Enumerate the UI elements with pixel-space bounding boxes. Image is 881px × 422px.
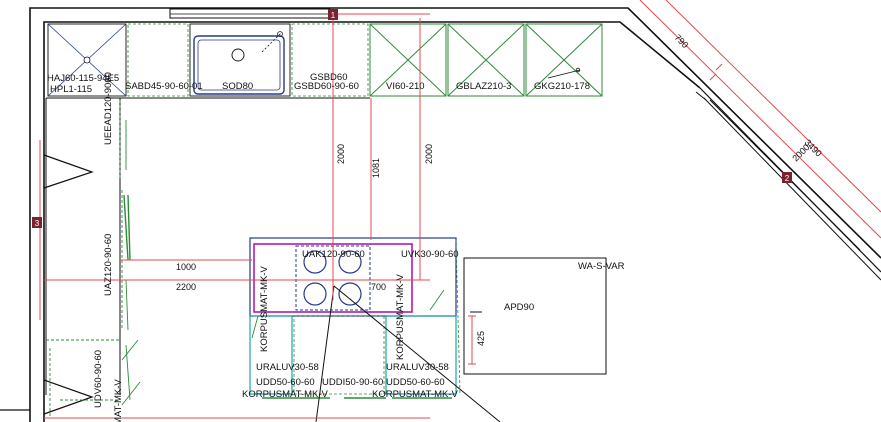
cab-sabd xyxy=(127,23,189,97)
island-lower-right xyxy=(385,315,457,395)
walls xyxy=(0,7,881,422)
outer-wall xyxy=(29,7,881,422)
cab-vi xyxy=(369,23,447,97)
tall-cabinets xyxy=(369,23,603,97)
dim-2200: 2200 xyxy=(176,282,196,292)
marker-2: 2 xyxy=(782,172,792,183)
island-swing-b xyxy=(429,289,445,311)
label-uaz: UAZ120-90-60 xyxy=(103,234,114,296)
section-line-1 xyxy=(333,285,501,422)
label-uvk: UVK30-90-60 xyxy=(401,249,459,260)
label-udd-1: UDD50-60-60 xyxy=(256,377,315,388)
label-gkg: GKG210-178 xyxy=(534,81,590,92)
label-korpus-bottom-left: KORPUSMAT-MK-V xyxy=(242,389,329,400)
vi-cross-2 xyxy=(369,23,447,97)
marker-2-label: 2 xyxy=(785,174,790,183)
inner-wall xyxy=(43,21,701,422)
wall-window-line-2 xyxy=(703,97,881,281)
dim-425: 425 xyxy=(476,331,486,346)
label-udd-2: UDDI50-90-60 xyxy=(322,377,383,388)
label-haj: HAJ60-115-94E5 xyxy=(47,73,119,84)
dim-1081: 1081 xyxy=(371,158,381,178)
hob-burner-4 xyxy=(338,282,362,306)
dim-tick-diag-1 xyxy=(715,63,723,71)
tall-cab-haj xyxy=(47,23,127,97)
label-ural-left: URALUV30-58 xyxy=(256,362,319,373)
cab-sod-outer xyxy=(189,23,291,97)
dim-line-diag-2 xyxy=(665,0,881,213)
marker-3: 3 xyxy=(32,217,42,228)
dim-tick-diag-2 xyxy=(709,73,717,81)
label-sod: SOD80 xyxy=(222,81,253,92)
island-lower-left xyxy=(249,315,293,395)
label-korpus-right: KORPUSMAT-MK-V xyxy=(395,273,406,360)
sink-drain xyxy=(231,48,245,62)
sink-inner xyxy=(197,39,281,91)
section-lines xyxy=(315,285,501,422)
gkg-knob xyxy=(575,67,581,73)
label-gblaz: GBLAZ210-3 xyxy=(456,81,511,92)
table-apd xyxy=(463,257,607,375)
label-gsbd-a: GSBD60 xyxy=(310,72,348,83)
label-uak: UAK120-90-60 xyxy=(302,249,365,260)
section-line-2 xyxy=(315,285,335,422)
label-gsbd-b: GSBD60-90-60 xyxy=(294,81,359,92)
gkg-handle xyxy=(547,69,581,79)
dimension-labels: 2000 1081 2000 1000 2200 700 425 790 349… xyxy=(176,32,824,346)
left-hatch-5 xyxy=(125,344,131,401)
sink-outer xyxy=(193,35,285,95)
cabinet-labels: HAJ60-115-94E5 HPL1-115 SABD45-90-60-01 … xyxy=(47,72,625,422)
marker-1-label: 1 xyxy=(331,11,336,20)
top-window xyxy=(169,8,331,19)
label-sabd: SABD45-90-60-01 xyxy=(125,81,203,92)
cab-gblaz xyxy=(447,23,525,97)
left-hatch-4 xyxy=(125,279,129,331)
island-lower-mid xyxy=(293,315,385,395)
island xyxy=(249,237,461,399)
hob-burner-1 xyxy=(303,250,327,274)
cab-gkg xyxy=(525,23,603,97)
island-swing-a xyxy=(251,315,259,339)
island-outer xyxy=(249,237,457,317)
label-korpus-left: KORPUSMAT-MK-V xyxy=(259,265,270,352)
label-mat-mkv: MAT-MK-V xyxy=(113,379,124,422)
label-wa: WA-S-VAR xyxy=(578,261,625,272)
faucet-base xyxy=(277,31,283,37)
gblaz-cross-2 xyxy=(447,23,525,97)
label-korpus-bottom-right: KORPUSMAT-MK-V xyxy=(372,389,459,400)
dimension-lines xyxy=(39,0,881,419)
cab-gsbd xyxy=(291,23,369,97)
gkg-cross-2 xyxy=(525,23,603,97)
label-ural-right: URALUV30-58 xyxy=(386,362,449,373)
haj-center xyxy=(83,56,91,64)
label-udv: UDV60-90-60 xyxy=(93,350,104,408)
label-vi: VI60-210 xyxy=(386,81,425,92)
table-rect xyxy=(463,257,607,375)
left-hatch-3 xyxy=(127,194,131,261)
dim-700: 700 xyxy=(371,282,386,292)
wall-window-line-4 xyxy=(695,91,707,101)
dim-2000-a: 2000 xyxy=(336,144,346,164)
marker-3-label: 3 xyxy=(35,219,40,228)
top-counter xyxy=(45,23,370,395)
faucet xyxy=(261,31,283,53)
marker-1: 1 xyxy=(328,9,338,20)
left-swing-1 xyxy=(121,339,139,361)
dim-1000: 1000 xyxy=(176,262,196,272)
hob-burner-3 xyxy=(303,282,327,306)
island-dash-1 xyxy=(455,239,461,395)
left-hatch-2 xyxy=(123,194,129,261)
label-udd-3: UDD50-60-60 xyxy=(386,377,445,388)
label-hpl: HPL1-115 xyxy=(50,84,92,95)
dim-2000-b: 2000 xyxy=(424,144,434,164)
dim-line-diag-1 xyxy=(639,0,881,239)
hob-burner-2 xyxy=(338,250,362,274)
label-apd: APD90 xyxy=(504,302,534,313)
label-ueead: UEEAD120-9060 xyxy=(103,72,114,145)
left-swing-2 xyxy=(121,381,141,406)
left-door-swing-1 xyxy=(43,154,94,189)
left-door-swing-2 xyxy=(43,379,94,415)
